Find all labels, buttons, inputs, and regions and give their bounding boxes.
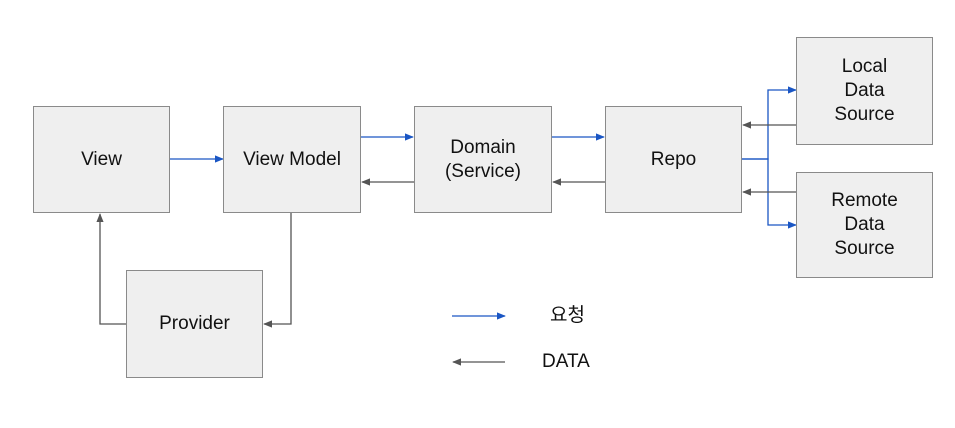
remote-data-source-box: Remote Data Source [796, 172, 933, 278]
provider-box: Provider [126, 270, 263, 378]
arrow-viewmodel-to-provider [263, 213, 292, 328]
view-box: View [33, 106, 170, 213]
view-model-label: View Model [243, 148, 341, 170]
legend-data-label: DATA [542, 351, 590, 372]
arrow-provider-to-view [96, 213, 126, 325]
domain-box: Domain (Service) [414, 106, 552, 213]
domain-label: Domain (Service) [444, 136, 521, 182]
data-arrows [96, 121, 796, 366]
local-data-source-label: Local Data Source [834, 56, 895, 125]
repo-box: Repo [605, 106, 742, 213]
local-data-source-box: Local Data Source [796, 37, 933, 145]
legend-request-label: 요청 [550, 305, 585, 326]
provider-label: Provider [159, 313, 230, 334]
repo-label: Repo [650, 148, 697, 170]
view-label: View [81, 148, 122, 170]
remote-data-source-label: Remote Data Source [831, 190, 898, 259]
view-model-box: View Model [223, 106, 361, 213]
